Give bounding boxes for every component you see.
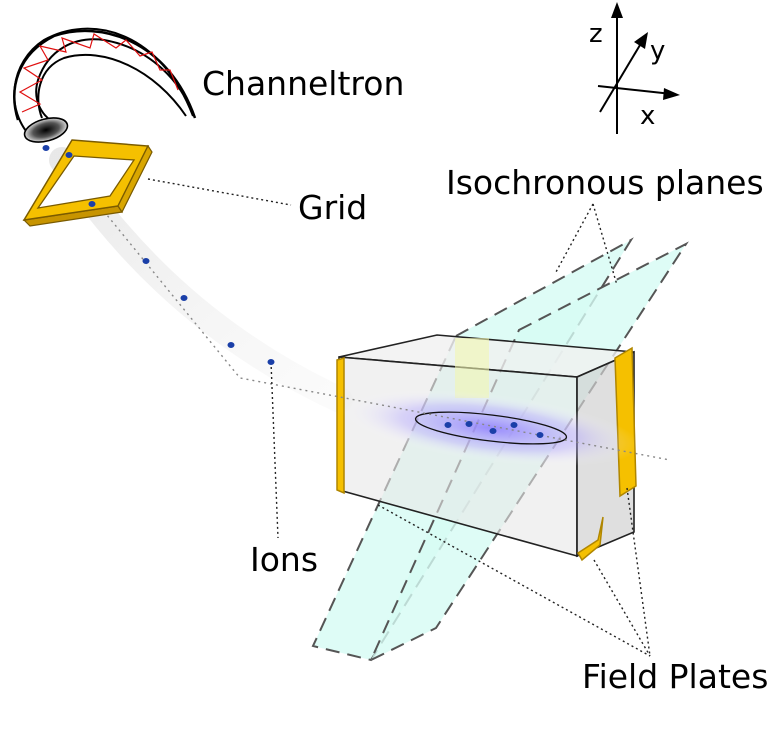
ion-dot [489,428,497,434]
ions-leader [270,361,279,539]
field-plates-label: Field Plates [582,657,768,696]
field-plates-leader-2 [593,559,651,657]
y-axis-line [599,39,644,113]
channeltron [13,27,197,143]
leader-lines [147,178,651,657]
ion-cloud-outline [414,411,568,445]
coordinate-axes [597,2,680,134]
grid [22,139,153,227]
grid-label: Grid [298,188,367,227]
ion-dot [267,359,275,365]
ion-dot [536,432,544,438]
channeltron-inner-line [37,53,187,119]
ions [42,145,544,438]
ion-dot [444,422,452,428]
box-yellow-tint [455,338,489,398]
isochronous-planes-label: Isochronous planes [446,163,764,202]
isochronous-leader-2 [592,203,618,286]
ions-label: Ions [250,540,318,579]
x-axis-line [597,85,673,95]
z-axis-arrowhead [611,2,623,18]
ion-dot [465,421,473,427]
field-plates-leader-1 [377,504,651,657]
grid-frame-inner [36,155,136,209]
channeltron-label: Channeltron [202,64,404,103]
ion-dot [88,201,96,207]
ion-dot [142,258,150,264]
field-plate-bottom [576,516,604,562]
y-axis-arrowhead [634,32,648,49]
ion-dot [65,152,73,158]
x-axis-label: x [640,101,655,131]
ion-dot [510,422,518,428]
grid-frame-right-edge [117,144,153,214]
field-plates-leader-3 [626,487,651,657]
isochronous-leader-1 [555,203,594,273]
y-axis-label: y [650,36,665,66]
x-axis-arrowhead [663,88,680,100]
channeltron-outer-line [13,29,197,121]
channeltron-cone-opening [23,117,69,143]
grid-leader [147,178,292,206]
ion-cloud-glow [342,389,640,467]
z-axis-label: z [589,19,603,49]
ion-dot [42,145,50,151]
ion-dot [227,342,235,348]
field-plate-left [336,357,345,495]
ion-dot [180,295,188,301]
channeltron-red-zigzag [18,33,179,113]
